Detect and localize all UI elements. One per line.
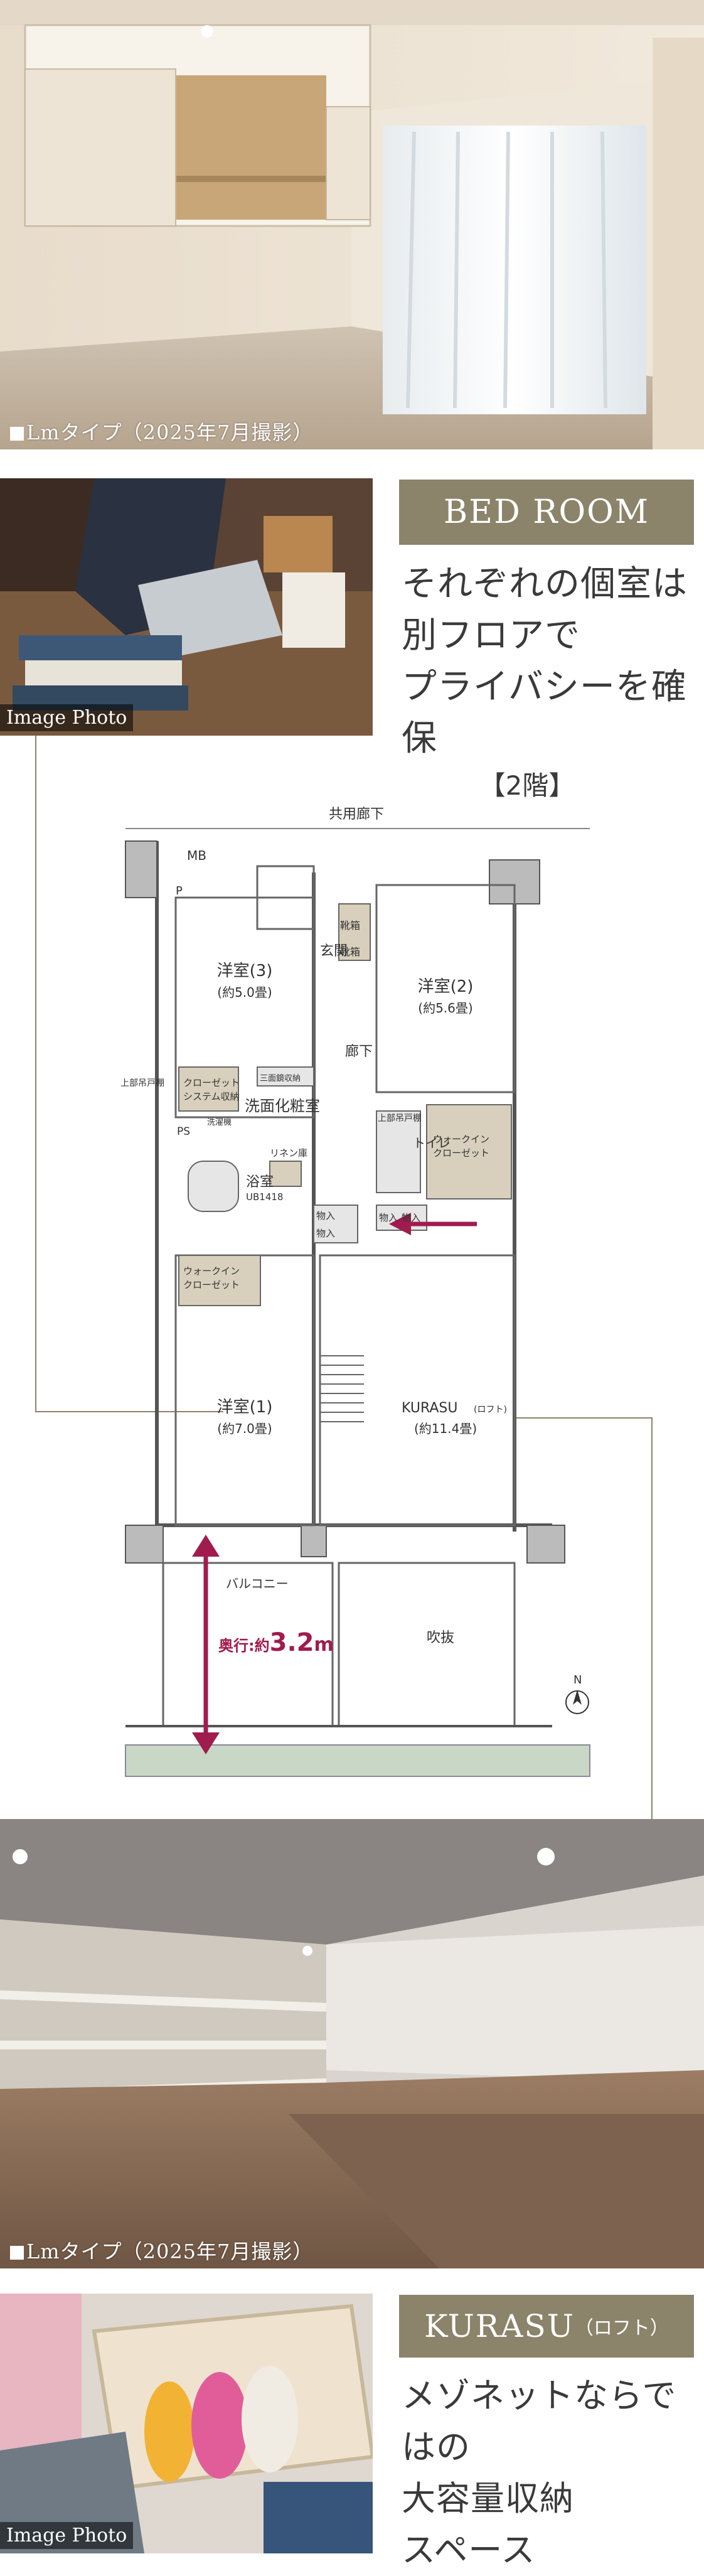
laptop-photo [0,478,373,736]
bedroom-photo-caption-text: Lmタイプ（2025年7月撮影） [26,421,314,444]
wic2-label-2: クローゼット [433,1147,489,1159]
bedroom-badge: BED ROOM [399,480,694,545]
washroom-label: 洗面化粧室 [245,1097,320,1115]
bedroom-badge-text: BED ROOM [443,493,650,531]
bath-label: 浴室 [246,1174,274,1190]
room3-name: 洋室(3) [217,962,273,980]
bedroom-heading: それぞれの個室は 別フロアで プライバシーを確保 [402,559,704,765]
entrance-label: 玄関 [320,943,348,959]
caption-square-icon [10,427,24,441]
north-label: N [573,1673,582,1687]
shoe-box-1-label: 靴箱 [340,920,360,931]
wic1-label-2: クローゼット [183,1279,240,1291]
caption-square-icon-2 [10,2246,24,2260]
kurasu-size: (約11.4畳) [414,1421,477,1436]
ps-label: PS [177,1125,190,1138]
connector-line-left-horizontal [35,1411,223,1412]
kurasu-heading: メゾネットならではの 大容量収納 スペース [402,2370,704,2576]
connector-line-right-vertical [651,1417,653,1819]
closet-block [178,1066,239,1112]
kurasu-badge: KURASU（ロフト） [399,2295,694,2358]
loft-photo-illustration [0,1819,704,2268]
storage-3-label: 物入 [379,1212,398,1223]
wic1-label-1: ウォークイン [183,1265,240,1277]
linen-label: リネン庫 [270,1147,307,1159]
floor-plan: 【2階】 共用廊下 [120,772,590,1777]
loft-photo [0,1819,704,2268]
kurasu-heading-line-1: メゾネットならではの [402,2376,677,2467]
room2-size: (約5.6畳) [418,1001,472,1016]
wic2-label-1: ウォークイン [433,1134,489,1145]
upper-shelf-1-label: 上部吊戸棚 [120,1078,164,1088]
bedroom-heading-line-2: 別フロアで [402,615,580,656]
washing-machine-label: 洗濯機 [207,1118,232,1127]
linen-block [269,1161,302,1187]
storage-2-label: 物入 [316,1228,335,1239]
kurasu-heading-line-3: スペース [402,2530,536,2570]
kurasu-badge-text: KURASU [424,2308,575,2344]
loft-photo-caption: Lmタイプ（2025年7月撮影） [10,2236,313,2265]
room3-size: (約5.0畳) [217,985,272,1000]
balcony-label: バルコニー [226,1576,289,1591]
clothes-photo-caption: Image Photo [0,2522,134,2549]
toilet-label: トイレ [413,1135,451,1151]
kurasu-badge-subtext: （ロフト） [574,2317,669,2339]
bedroom-photo-caption: Lmタイプ（2025年7月撮影） [10,417,313,446]
storage-1-label: 物入 [316,1210,335,1221]
room1-size: (約7.0畳) [217,1421,272,1436]
room1-name: 洋室(1) [217,1398,273,1417]
corridor-label: 共用廊下 [329,807,384,822]
kurasu-heading-line-2: 大容量収納 [402,2479,574,2518]
room2-name: 洋室(2) [418,977,474,996]
bedroom-photo [0,0,704,449]
shoe-box-block [338,903,371,961]
bedroom-heading-line-1: それぞれの個室は [402,564,688,604]
ub-label: UB1418 [246,1191,283,1203]
connector-line-left-vertical [35,736,36,1411]
clothes-photo [0,2294,373,2553]
loft-photo-caption-text: Lmタイプ（2025年7月撮影） [26,2240,314,2263]
walkin-closet-2-block [426,1104,512,1199]
depth-prefix: 奥行:約 [218,1637,270,1655]
bedroom-photo-illustration [0,0,704,449]
void-label: 吹抜 [427,1630,454,1646]
floor-label: 【2階】 [479,772,575,801]
closet-label-2: システム収納 [183,1091,240,1102]
storage-4-label: 物入 [402,1212,420,1223]
clothes-photo-illustration [0,2294,373,2553]
upper-shelf-2-label: 上部吊戸棚 [378,1114,422,1124]
depth-value: 3.2 [270,1628,314,1657]
kurasu-name: KURASU [402,1400,457,1416]
mirror-label: 三面鏡収納 [260,1074,301,1083]
connector-line-right-horizontal [515,1417,653,1419]
depth-label: 奥行:約3.2m [218,1628,334,1657]
depth-unit: m [314,1634,333,1656]
closet-label-1: クローゼット [183,1077,240,1088]
mb-label: MB [187,848,206,863]
hall-label: 廊下 [345,1044,373,1060]
laptop-photo-illustration [0,478,373,736]
kurasu-tag: (ロフト) [474,1405,507,1415]
laptop-photo-caption: Image Photo [0,704,134,731]
shoe-box-2-label: 靴箱 [340,946,360,958]
bedroom-heading-line-3: プライバシーを確保 [402,667,687,759]
walkin-closet-1-block [178,1255,261,1306]
p-label: P [176,884,183,898]
